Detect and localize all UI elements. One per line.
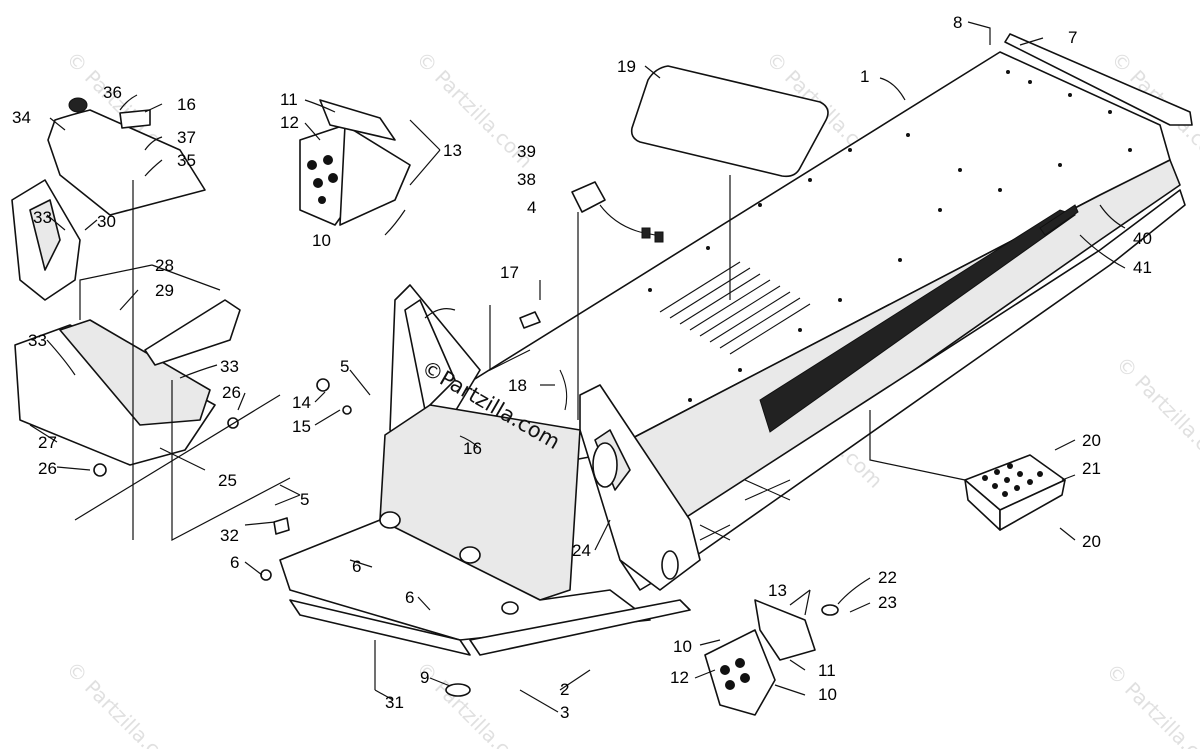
callout-labels: 1 2 3 4 5 5 6 6 6 7 8 9 10 10 10 11 11 1… <box>12 13 1152 722</box>
nose-cover-assembly <box>47 97 206 216</box>
callout-31: 31 <box>385 693 404 712</box>
callout-27: 27 <box>38 433 57 452</box>
callout-12: 12 <box>280 113 299 132</box>
callout-6: 6 <box>405 588 414 607</box>
top-bracket-left <box>299 99 411 226</box>
callout-5: 5 <box>340 357 349 376</box>
callout-26: 26 <box>38 459 57 478</box>
callout-17: 17 <box>500 263 519 282</box>
callout-10: 10 <box>673 637 692 656</box>
callout-29: 29 <box>155 281 174 300</box>
callout-10: 10 <box>818 685 837 704</box>
callout-24: 24 <box>572 541 591 560</box>
callout-21: 21 <box>1082 459 1101 478</box>
watermark: © Partzilla.com <box>1111 352 1200 478</box>
callout-11: 11 <box>280 90 298 109</box>
bottom-bracket-right <box>704 599 816 716</box>
footrest-plate <box>964 454 1066 531</box>
callout-30: 30 <box>97 212 116 231</box>
callout-39: 39 <box>517 142 536 161</box>
access-panel-cover <box>630 65 829 178</box>
rivet-holes <box>648 70 1132 402</box>
callout-33: 33 <box>33 208 52 227</box>
callout-6: 6 <box>352 557 361 576</box>
callout-12: 12 <box>670 668 689 687</box>
watermark: © Partzilla.com <box>61 657 187 749</box>
rear-bracket <box>1004 33 1193 126</box>
callout-40: 40 <box>1133 229 1152 248</box>
front-frame <box>279 284 791 656</box>
voltage-regulator <box>571 181 664 243</box>
callout-19: 19 <box>617 57 636 76</box>
callout-38: 38 <box>517 170 536 189</box>
heat-exchanger-fins <box>659 261 811 355</box>
callout-41: 41 <box>1133 258 1152 277</box>
callout-35: 35 <box>177 151 196 170</box>
callout-14: 14 <box>292 393 311 412</box>
callout-15: 15 <box>292 417 311 436</box>
callout-33: 33 <box>220 357 239 376</box>
callout-5: 5 <box>300 490 309 509</box>
callout-32: 32 <box>220 526 239 545</box>
callout-2: 2 <box>560 680 569 699</box>
watermark: © Partzilla.com <box>1101 659 1200 749</box>
callout-26: 26 <box>222 383 241 402</box>
callout-37: 37 <box>177 128 196 147</box>
callout-16: 16 <box>177 95 196 114</box>
callout-20: 20 <box>1082 431 1101 450</box>
callout-36: 36 <box>103 83 122 102</box>
callout-11: 11 <box>818 661 836 680</box>
callout-20: 20 <box>1082 532 1101 551</box>
callout-16: 16 <box>463 439 482 458</box>
callout-13: 13 <box>443 141 462 160</box>
callout-9: 9 <box>420 668 429 687</box>
callout-10: 10 <box>312 231 331 250</box>
callout-7: 7 <box>1068 28 1077 47</box>
callout-13: 13 <box>768 581 787 600</box>
callout-3: 3 <box>560 703 569 722</box>
callout-28: 28 <box>155 256 174 275</box>
callout-8: 8 <box>953 13 962 32</box>
callout-23: 23 <box>878 593 897 612</box>
callout-6: 6 <box>230 553 239 572</box>
callout-22: 22 <box>878 568 897 587</box>
chassis-tunnel <box>429 51 1186 591</box>
watermark: © Partzilla.com <box>411 657 537 749</box>
callout-25: 25 <box>218 471 237 490</box>
callout-4: 4 <box>527 198 536 217</box>
leader-lines <box>29 21 1126 713</box>
callout-33: 33 <box>28 331 47 350</box>
callout-34: 34 <box>12 108 31 127</box>
callout-1: 1 <box>860 67 869 86</box>
callout-18: 18 <box>508 376 527 395</box>
